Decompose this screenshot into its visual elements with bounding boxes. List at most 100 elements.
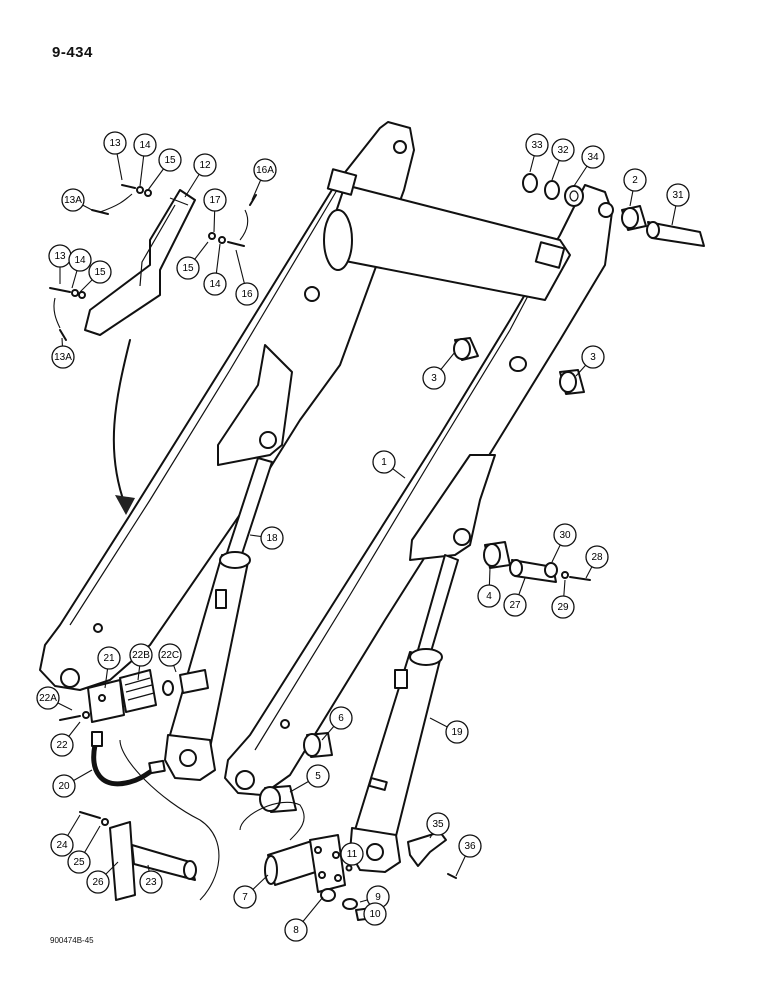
callout-circle bbox=[158, 643, 182, 667]
callout-circle bbox=[158, 148, 182, 172]
callout-circle bbox=[623, 168, 647, 192]
callout-text: 33 bbox=[531, 140, 543, 151]
callout-text: 6 bbox=[338, 713, 344, 724]
callout-text: 22B bbox=[132, 650, 150, 661]
callout-text: 22C bbox=[161, 650, 179, 661]
callout-1: 1 bbox=[372, 450, 406, 479]
callout-circle bbox=[51, 345, 75, 369]
callout-circle bbox=[581, 345, 605, 369]
callout-text: 14 bbox=[209, 279, 221, 290]
callout-text: 16 bbox=[241, 289, 253, 300]
drawing-code: 900474B-45 bbox=[50, 936, 94, 945]
callout-circle bbox=[176, 256, 200, 280]
callout-2: 2 bbox=[623, 168, 647, 207]
callout-22b: 22B bbox=[129, 643, 153, 681]
callout-text: 31 bbox=[672, 190, 684, 201]
callout-text: 22A bbox=[39, 693, 57, 704]
callout-14: 14 bbox=[68, 248, 92, 289]
callout-23: 23 bbox=[139, 864, 163, 894]
callout-text: 20 bbox=[58, 781, 70, 792]
callout-6: 6 bbox=[321, 706, 353, 741]
callout-15: 15 bbox=[176, 241, 209, 280]
callout-circle bbox=[139, 870, 163, 894]
callout-36: 36 bbox=[455, 834, 482, 877]
callout-19: 19 bbox=[429, 717, 469, 744]
callout-text: 7 bbox=[242, 892, 248, 903]
callout-22: 22 bbox=[50, 721, 81, 757]
callout-circle bbox=[233, 885, 257, 909]
callout-16: 16 bbox=[235, 249, 259, 306]
callout-text: 17 bbox=[209, 195, 221, 206]
page-number: 9-434 bbox=[52, 44, 93, 61]
callout-text: 21 bbox=[103, 653, 115, 664]
callout-14: 14 bbox=[133, 133, 157, 187]
callout-circle bbox=[306, 764, 330, 788]
callout-27: 27 bbox=[503, 577, 527, 617]
callout-10: 10 bbox=[363, 902, 387, 926]
callout-circle bbox=[103, 131, 127, 155]
bushings-and-pins bbox=[259, 173, 705, 813]
callout-text: 26 bbox=[92, 877, 104, 888]
callout-13a: 13A bbox=[61, 188, 93, 212]
callout-3: 3 bbox=[575, 345, 605, 377]
callout-text: 11 bbox=[347, 849, 358, 860]
callout-circle bbox=[477, 584, 501, 608]
callout-33: 33 bbox=[525, 133, 549, 173]
callout-circle bbox=[260, 526, 284, 550]
hose-assembly bbox=[59, 669, 209, 787]
callout-circle bbox=[235, 282, 259, 306]
callout-35: 35 bbox=[426, 812, 450, 839]
callout-28: 28 bbox=[585, 545, 609, 579]
callout-circle bbox=[284, 918, 308, 942]
callout-text: 1 bbox=[381, 457, 387, 468]
callout-24: 24 bbox=[50, 814, 81, 857]
callout-text: 18 bbox=[266, 533, 278, 544]
callout-circle bbox=[340, 842, 364, 866]
callout-circle bbox=[67, 850, 91, 874]
callout-15: 15 bbox=[79, 260, 112, 293]
callout-29: 29 bbox=[551, 579, 575, 619]
callout-circle bbox=[88, 260, 112, 284]
callout-text: 10 bbox=[369, 909, 381, 920]
lift-cylinder-left bbox=[164, 457, 273, 781]
callout-circle bbox=[372, 450, 396, 474]
callout-circle bbox=[50, 833, 74, 857]
callout-5: 5 bbox=[289, 764, 330, 793]
callout-14: 14 bbox=[203, 243, 227, 296]
callout-text: 2 bbox=[632, 175, 638, 186]
callout-text: 4 bbox=[486, 591, 492, 602]
callout-22c: 22C bbox=[158, 643, 182, 673]
callout-circle bbox=[36, 686, 60, 710]
callout-text: 13A bbox=[64, 195, 82, 206]
callout-circle bbox=[129, 643, 153, 667]
callout-34: 34 bbox=[573, 145, 605, 187]
callout-circle bbox=[50, 733, 74, 757]
lift-cylinder-right bbox=[349, 554, 459, 873]
callout-text: 14 bbox=[74, 255, 86, 266]
callout-text: 32 bbox=[557, 145, 569, 156]
callout-text: 24 bbox=[56, 840, 68, 851]
callout-11: 11 bbox=[340, 842, 364, 866]
callout-text: 27 bbox=[509, 600, 521, 611]
callout-circle bbox=[581, 145, 605, 169]
callout-circle bbox=[422, 366, 446, 390]
callout-circle bbox=[253, 158, 277, 182]
callout-13a: 13A bbox=[51, 337, 75, 369]
callout-circle bbox=[551, 138, 575, 162]
callout-12: 12 bbox=[184, 153, 217, 198]
callout-text: 25 bbox=[73, 857, 85, 868]
callout-31: 31 bbox=[666, 183, 690, 226]
callout-circle bbox=[445, 720, 469, 744]
callout-text: 9 bbox=[375, 892, 381, 903]
callout-21: 21 bbox=[97, 646, 121, 689]
callout-32: 32 bbox=[551, 138, 575, 181]
callout-circle bbox=[551, 595, 575, 619]
callout-text: 15 bbox=[182, 263, 194, 274]
callout-text: 35 bbox=[432, 819, 444, 830]
callout-circle bbox=[666, 183, 690, 207]
callout-circle bbox=[203, 188, 227, 212]
callout-26: 26 bbox=[86, 861, 119, 894]
callout-text: 22 bbox=[56, 740, 68, 751]
